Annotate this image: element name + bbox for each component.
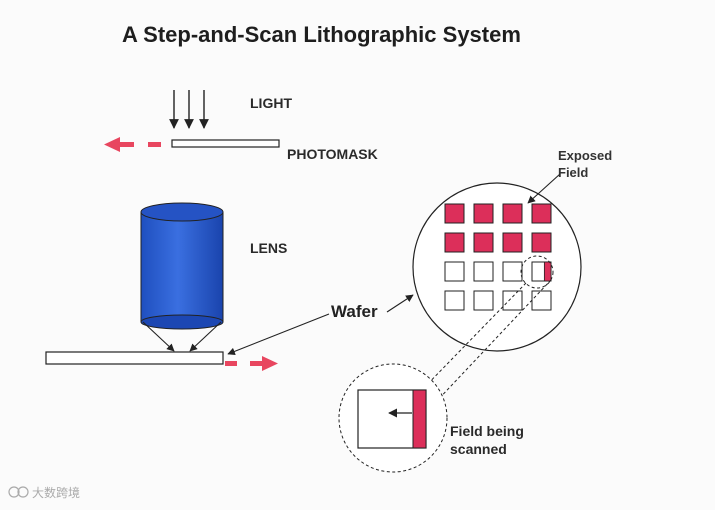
field-scanned-label: Field being scanned [450,423,528,457]
scanning-cell-highlight [520,255,554,289]
lens-label: LENS [250,240,287,256]
photomask [171,139,280,148]
field-scanned-label-line1: Field being [450,423,524,439]
watermark-logo-icon [8,486,29,498]
wafer-label: Wafer [331,302,378,321]
exposed-field-leader-line [527,173,561,204]
field-scanned-label-line2: scanned [450,441,507,457]
photomask-scan-arrow-icon [104,137,161,152]
exposed-field-cell [502,203,523,224]
wafer-circle-leader-line [386,294,414,313]
exposed-field-cell [531,232,552,253]
exposed-field-label: Exposed Field [558,148,616,180]
scan-direction-arrow-icon [225,356,278,371]
exposed-field-cell [444,203,465,224]
unexposed-field-cell [502,290,523,311]
unexposed-field-cell [531,290,552,311]
light-label: LIGHT [250,95,292,111]
exposed-field-label-line1: Exposed [558,148,612,163]
page-title: A Step-and-Scan Lithographic System [122,22,521,47]
wafer-circle [412,182,582,352]
zoom-connector-line-2 [433,279,552,405]
photomask-label: PHOTOMASK [287,146,378,162]
exposed-field-label-line2: Field [558,165,588,180]
unexposed-field-cell [473,261,494,282]
unexposed-field-cell [473,290,494,311]
light-arrow-icon [169,90,209,129]
unexposed-field-cell [502,261,523,282]
lens [140,202,224,330]
scanning-field-strip [543,261,552,282]
field-grid [444,203,552,311]
unexposed-field-cell [444,290,465,311]
zoomed-field-scanned-strip [412,389,427,449]
exposed-field-cell [531,203,552,224]
lens-light-cone [142,321,222,352]
wafer-leader-line [227,313,330,356]
unexposed-field-cell [444,261,465,282]
exposed-field-cell [444,232,465,253]
zoom-connector-line [415,282,527,397]
wafer-bar [45,351,224,365]
exposed-field-cell [473,203,494,224]
watermark-text: 大数跨境 [32,485,80,500]
exposed-field-cell [502,232,523,253]
exposed-field-cell [473,232,494,253]
watermark: 大数跨境 [8,485,80,500]
